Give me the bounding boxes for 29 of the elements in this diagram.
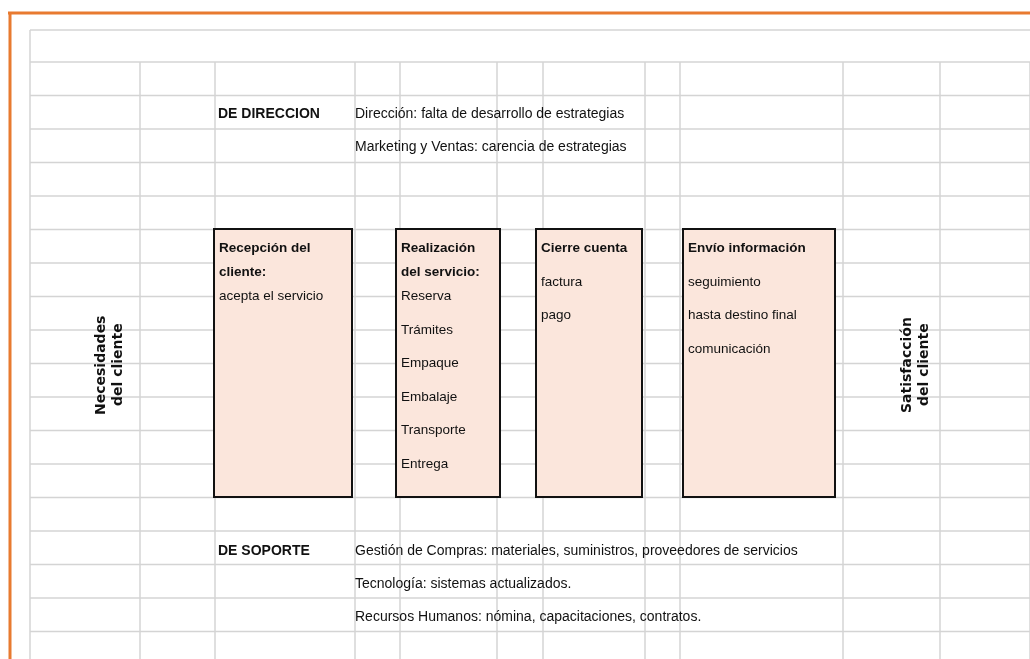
vertical-label: Necesidades del cliente (92, 314, 126, 417)
note-text: Dirección: falta de desarrollo de estrategias (355, 105, 625, 121)
box-item: Transporte (401, 421, 467, 439)
box-item: factura (541, 272, 584, 291)
box-item: Embalaje (401, 387, 459, 406)
process-box (395, 228, 501, 498)
box-item: seguimiento (688, 272, 762, 291)
box-item: Trámites (401, 320, 454, 339)
box-item: Reserva (401, 287, 453, 305)
section-heading: DE DIRECCION (218, 105, 320, 121)
note-text: Gestión de Compras: materiales, suministros, proveedores de servicios (355, 542, 798, 558)
box-heading: Recepción del cliente: (219, 239, 312, 281)
note-text: Marketing y Ventas: carencia de estrategias (355, 138, 627, 154)
process-box (682, 228, 836, 498)
box-heading: Envío información (688, 239, 807, 257)
box-item: hasta destino final (688, 306, 798, 324)
box-item: Entrega (401, 454, 450, 473)
box-item: acepta el servicio (219, 287, 325, 305)
box-item: Empaque (401, 354, 460, 372)
box-heading: Cierre cuenta (541, 239, 629, 257)
process-box (535, 228, 643, 498)
box-item: pago (541, 306, 573, 324)
process-box (213, 228, 353, 498)
note-text: Recursos Humanos: nómina, capacitaciones, contratos. (355, 608, 702, 624)
vertical-label: Satisfacción del cliente (898, 316, 932, 415)
box-heading: Realización del servicio: (401, 239, 481, 281)
box-item: comunicación (688, 339, 772, 358)
section-heading: DE SOPORTE (218, 542, 310, 558)
note-text: Tecnología: sistemas actualizados. (355, 575, 572, 591)
